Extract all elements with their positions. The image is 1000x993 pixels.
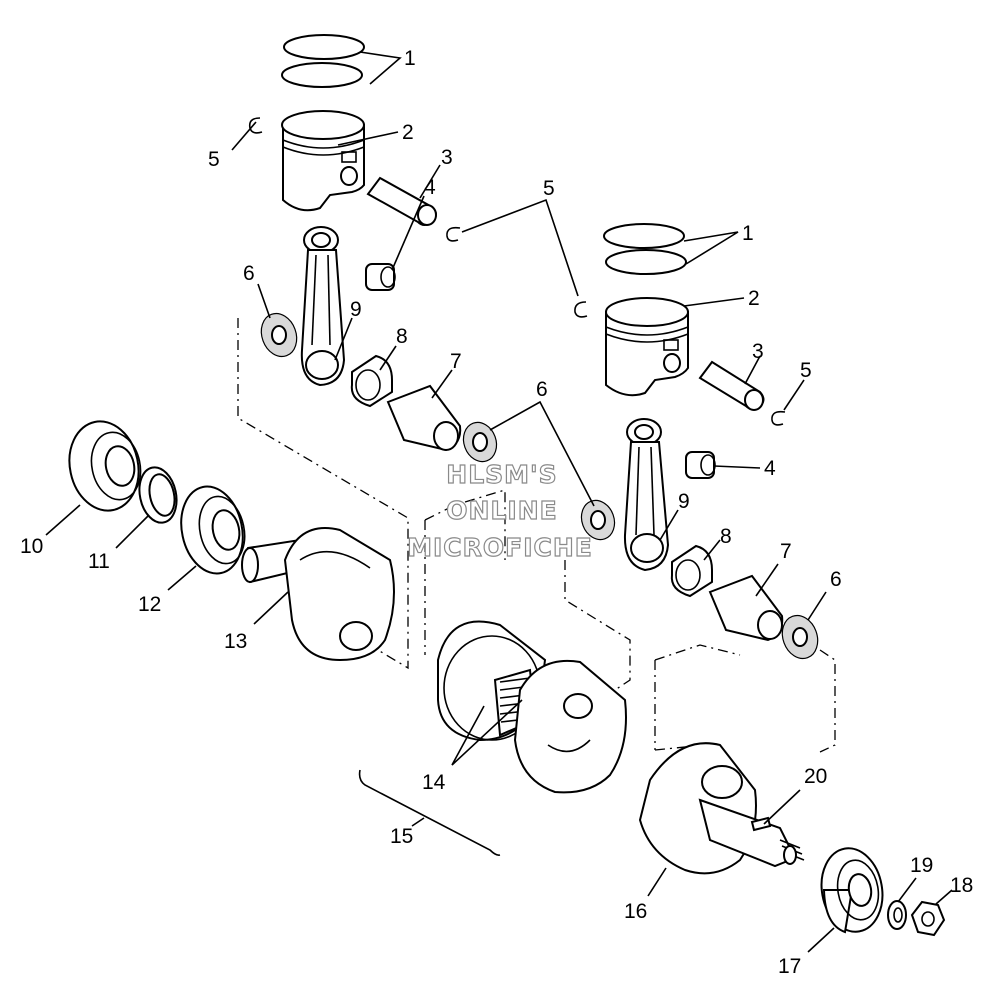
crank-pin-left bbox=[386, 384, 462, 452]
crankshaft-right-half bbox=[638, 742, 805, 875]
watermark: HLSM'S ONLINE MICROFICHE bbox=[407, 459, 593, 562]
callout-16: 16 bbox=[624, 900, 647, 923]
needle-bearing-large-right bbox=[670, 544, 713, 598]
nut bbox=[910, 900, 946, 937]
spacer-ring bbox=[138, 466, 178, 524]
callout-5-right: 5 bbox=[800, 359, 812, 382]
circlip-left-b bbox=[446, 226, 461, 242]
callout-17: 17 bbox=[778, 955, 801, 978]
crankshaft-center-section bbox=[437, 620, 627, 794]
callout-10: 10 bbox=[20, 535, 43, 558]
circlip-right-a bbox=[574, 301, 588, 318]
callout-6-left-a: 6 bbox=[243, 262, 255, 285]
thrust-washer-right-b bbox=[781, 614, 819, 660]
callout-7-left: 7 bbox=[450, 350, 462, 373]
callout-3-right: 3 bbox=[752, 340, 764, 363]
piston-pin-left bbox=[366, 176, 437, 226]
needle-bearing-small-right bbox=[685, 451, 716, 479]
connecting-rod-right bbox=[623, 418, 670, 572]
main-bearing-right bbox=[820, 847, 884, 934]
piston-rings-left bbox=[281, 34, 365, 88]
circlip-right-b bbox=[771, 410, 786, 426]
crankshaft-left-half bbox=[241, 527, 395, 662]
callout-14: 14 bbox=[422, 771, 446, 794]
callout-9-right: 9 bbox=[678, 490, 690, 513]
assembly-guide-lines bbox=[237, 318, 836, 753]
callout-6-left-b: 6 bbox=[536, 378, 548, 401]
bracket-15 bbox=[358, 769, 501, 856]
main-bearing-center bbox=[180, 485, 246, 575]
callout-1-left: 1 bbox=[404, 47, 416, 70]
main-bearing-left bbox=[68, 420, 142, 512]
woodruff-key bbox=[750, 816, 772, 832]
watermark-line-3: MICROFICHE bbox=[407, 533, 593, 562]
callout-labels: 1 2 3 4 5 5 6 9 8 7 6 1 2 3 5 4 9 8 7 6 … bbox=[20, 47, 973, 978]
piston-left bbox=[281, 110, 365, 212]
callout-4-left: 4 bbox=[424, 176, 436, 199]
circlip-left-a bbox=[248, 117, 263, 134]
callout-2-right: 2 bbox=[748, 287, 760, 310]
leader-lines bbox=[45, 51, 953, 953]
callout-15: 15 bbox=[390, 825, 413, 848]
callout-7-right: 7 bbox=[780, 540, 792, 563]
piston-rings-right bbox=[603, 223, 687, 275]
watermark-line-1: HLSM'S bbox=[446, 460, 557, 489]
callout-4-right: 4 bbox=[764, 457, 776, 480]
callout-5-left-a: 5 bbox=[208, 148, 220, 171]
callout-18: 18 bbox=[950, 874, 973, 897]
piston-pin-right bbox=[698, 360, 765, 411]
callout-11: 11 bbox=[88, 550, 110, 573]
crank-pin-right bbox=[708, 574, 784, 642]
callout-2-left: 2 bbox=[402, 121, 414, 144]
thrust-washer-left-a bbox=[260, 312, 298, 358]
piston-right bbox=[605, 297, 689, 397]
callout-9-left: 9 bbox=[350, 298, 362, 321]
callout-6-right: 6 bbox=[830, 568, 842, 591]
callout-20: 20 bbox=[804, 765, 827, 788]
callout-13: 13 bbox=[224, 630, 247, 653]
callout-3-left: 3 bbox=[441, 146, 453, 169]
thrust-washer-left-b bbox=[462, 421, 498, 463]
needle-bearing-small-left bbox=[365, 263, 396, 291]
callout-12: 12 bbox=[138, 593, 161, 616]
connecting-rod-left bbox=[300, 226, 346, 387]
washer bbox=[887, 900, 907, 930]
watermark-line-2: ONLINE bbox=[446, 496, 557, 525]
callout-5-left-b: 5 bbox=[543, 177, 555, 200]
callout-19: 19 bbox=[910, 854, 933, 877]
needle-bearing-large-left bbox=[350, 354, 393, 408]
callout-8-left: 8 bbox=[396, 325, 408, 348]
callout-1-right: 1 bbox=[742, 222, 754, 245]
callout-8-right: 8 bbox=[720, 525, 732, 548]
